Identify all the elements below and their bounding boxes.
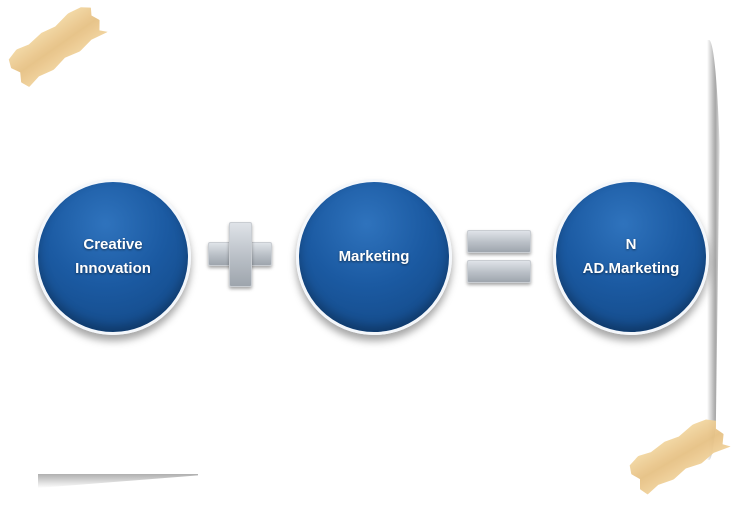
- equals-sign-top-bar: [467, 230, 531, 253]
- paper-curl-shadow-bottom: [38, 474, 198, 488]
- equals-sign-bottom-bar: [467, 260, 531, 283]
- plus-sign-vertical: [229, 222, 252, 287]
- tape-bottom-right: [625, 414, 731, 497]
- paper-curl-shadow-right: [707, 40, 721, 460]
- marketing-label: Marketing: [338, 248, 410, 265]
- tape-top-left: [4, 1, 108, 89]
- n-ad-marketing-circle: N AD.Marketing: [553, 179, 709, 335]
- creative-innovation-label: Creative Innovation: [75, 236, 151, 277]
- n-ad-marketing-label: N AD.Marketing: [582, 236, 680, 277]
- marketing-circle: Marketing: [296, 179, 452, 335]
- creative-innovation-circle: Creative Innovation: [35, 179, 191, 335]
